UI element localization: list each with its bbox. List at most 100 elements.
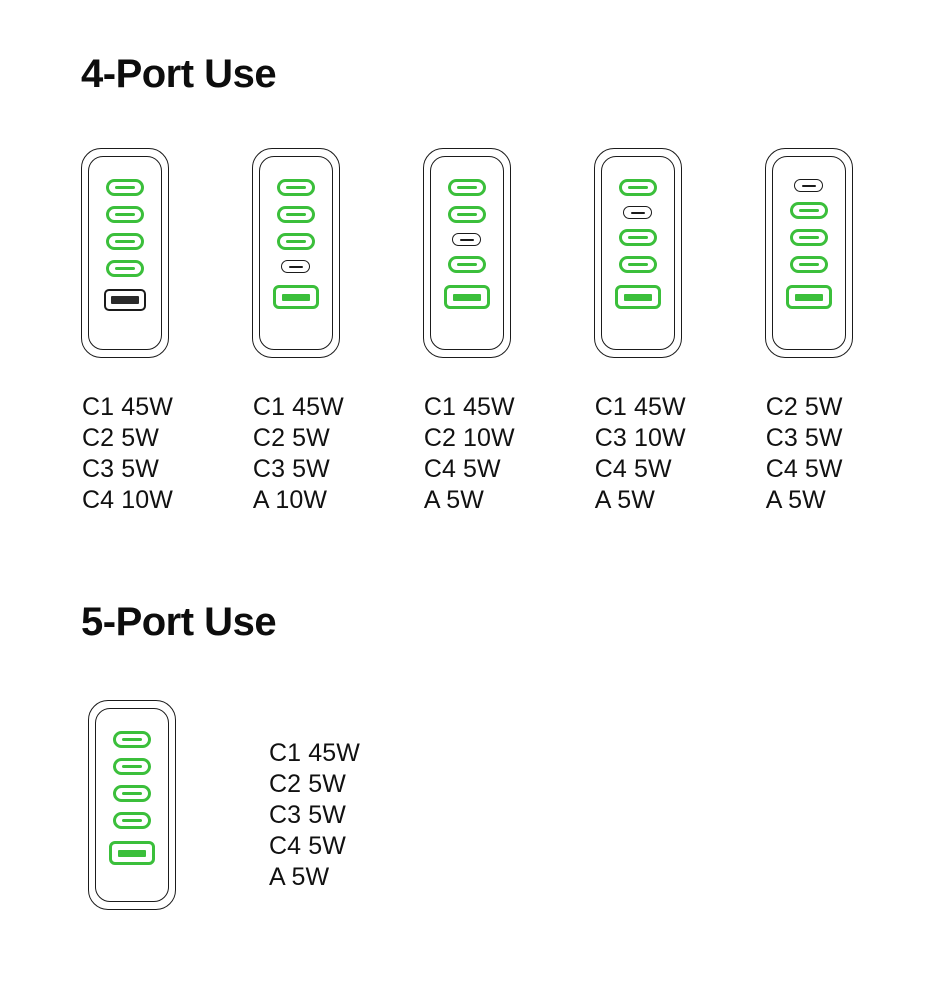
port-c4-active-icon	[106, 260, 144, 277]
port-c2-active-icon	[447, 206, 486, 223]
port-slot-bar	[627, 263, 648, 266]
port-c2-active-icon	[276, 206, 315, 223]
spec-item: C1 45W	[594, 393, 686, 421]
five-port-section-title: 5-Port Use	[81, 600, 277, 644]
port-slot-bar	[798, 209, 819, 212]
port-slot-bar	[798, 263, 819, 266]
spec-item: C4 10W	[82, 486, 173, 514]
device-with-side-labels: C1 45W C2 5W C3 5W C4 5W A 5W	[88, 700, 360, 910]
port-slot-bar	[115, 267, 135, 270]
port-c2-active-icon	[789, 202, 828, 219]
four-port-device-row: C1 45W C2 5W C3 5W C4 10W C1 45W C2 5W C3 5W A …	[81, 148, 853, 516]
port-c3-active-icon	[789, 229, 828, 246]
port-c2-active-icon	[106, 206, 144, 223]
spec-item: C3 5W	[82, 455, 159, 483]
charger-body	[88, 700, 176, 910]
port-c4-active-icon	[447, 256, 486, 273]
port-c4-active-icon	[618, 256, 657, 273]
port-slot-bar	[285, 213, 306, 216]
device-config-1: C1 45W C2 5W C3 5W C4 10W	[81, 148, 173, 516]
spec-item: C1 45W	[423, 393, 515, 421]
charger-body	[81, 148, 169, 358]
spec-item: C3 10W	[594, 424, 686, 452]
spec-list: C1 45W C3 10W C4 5W A 5W	[595, 392, 686, 516]
port-a-active-icon	[272, 285, 319, 309]
spec-item: C2 5W	[765, 393, 843, 421]
port-stack	[773, 179, 845, 309]
spec-item: C1 45W	[269, 739, 360, 767]
charger-face	[95, 708, 169, 902]
spec-item: C2 10W	[423, 424, 515, 452]
spec-item: A 5W	[765, 486, 826, 514]
spec-item: C2 5W	[252, 424, 330, 452]
port-c3-inactive-icon	[452, 233, 482, 246]
port-slot-bar	[122, 738, 142, 741]
port-c3-active-icon	[113, 785, 151, 802]
spec-item: C2 5W	[269, 770, 346, 798]
spec-item: C1 45W	[252, 393, 344, 421]
port-c1-active-icon	[447, 179, 486, 196]
port-slot-bar	[623, 293, 652, 301]
port-slot-bar	[122, 792, 142, 795]
port-a-inactive-icon	[104, 289, 146, 311]
port-c4-active-icon	[789, 256, 828, 273]
port-a-active-icon	[443, 285, 490, 309]
port-c4-inactive-icon	[281, 260, 311, 273]
port-slot-bar	[281, 293, 310, 301]
spec-item: C4 5W	[594, 455, 672, 483]
spec-item: C2 5W	[82, 424, 159, 452]
port-c3-active-icon	[618, 229, 657, 246]
port-a-active-icon	[614, 285, 661, 309]
port-c3-active-icon	[106, 233, 144, 250]
port-slot-bar	[122, 819, 142, 822]
charger-body	[764, 148, 853, 358]
port-a-active-icon	[785, 285, 832, 309]
device-config-6: C1 45W C2 5W C3 5W C4 5W A 5W	[88, 700, 360, 910]
four-port-section-title: 4-Port Use	[81, 52, 277, 96]
port-slot-bar	[801, 184, 816, 187]
spec-item: C1 45W	[82, 393, 173, 421]
device-config-2: C1 45W C2 5W C3 5W A 10W	[251, 148, 344, 516]
port-c2-inactive-icon	[623, 206, 653, 219]
charger-face	[429, 156, 504, 350]
port-c1-active-icon	[618, 179, 657, 196]
port-slot-bar	[285, 186, 306, 189]
port-c1-inactive-icon	[794, 179, 824, 192]
port-a-active-icon	[109, 841, 155, 865]
port-c1-active-icon	[113, 731, 151, 748]
port-slot-bar	[288, 265, 303, 268]
five-port-device-row: C1 45W C2 5W C3 5W C4 5W A 5W	[88, 700, 360, 910]
port-stack	[602, 179, 674, 309]
port-slot-bar	[627, 186, 648, 189]
charger-body	[593, 148, 682, 358]
charger-body	[251, 148, 340, 358]
spec-list: C1 45W C2 5W C3 5W C4 10W	[82, 392, 173, 516]
charger-face	[88, 156, 162, 350]
spec-item: A 5W	[423, 486, 484, 514]
port-c4-active-icon	[113, 812, 151, 829]
port-stack	[260, 179, 332, 309]
port-slot-bar	[798, 236, 819, 239]
spec-item: C3 5W	[765, 424, 843, 452]
port-c2-active-icon	[113, 758, 151, 775]
port-slot-bar	[452, 293, 481, 301]
port-c3-active-icon	[276, 233, 315, 250]
spec-list: C1 45W C2 5W C3 5W C4 5W A 5W	[177, 700, 360, 893]
port-c1-active-icon	[276, 179, 315, 196]
spec-item: C3 5W	[252, 455, 330, 483]
spec-item: A 5W	[594, 486, 655, 514]
charger-face	[600, 156, 675, 350]
charger-face	[258, 156, 333, 350]
spec-item: A 5W	[269, 863, 330, 891]
port-slot-bar	[456, 213, 477, 216]
port-slot-bar	[115, 240, 135, 243]
spec-item: C4 5W	[269, 832, 346, 860]
port-slot-bar	[122, 765, 142, 768]
spec-item: A 10W	[252, 486, 328, 514]
port-stack	[89, 179, 161, 311]
spec-item: C3 5W	[269, 801, 346, 829]
port-slot-bar	[111, 296, 139, 304]
